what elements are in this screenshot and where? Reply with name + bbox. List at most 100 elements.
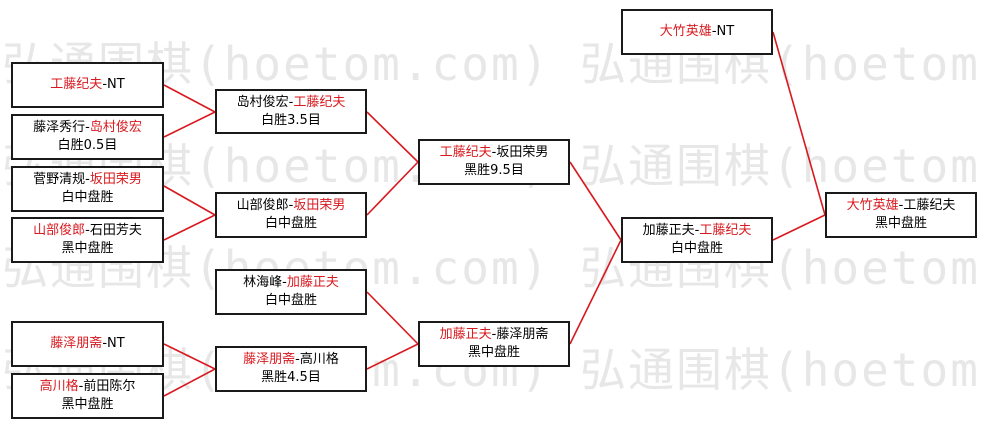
separator: - (491, 145, 497, 160)
match-players: 大竹英雄-工藤纪夫 (847, 197, 956, 215)
player-name: 工藤纪夫 (903, 198, 956, 213)
player-name: NT (716, 24, 735, 39)
match-players: 工藤纪夫-NT (50, 76, 124, 94)
separator: - (491, 327, 497, 342)
player-name: 加藤正夫 (642, 223, 695, 238)
player-name: 坂田荣男 (293, 198, 346, 213)
match-box: 藤泽朋斋-NT (11, 321, 164, 367)
player-name: 藤泽朋斋 (496, 327, 549, 342)
player-name: 藤泽朋斋 (243, 352, 296, 367)
match-box: 加藤正夫-工藤纪夫 白中盘胜 (621, 217, 773, 263)
separator: - (85, 120, 90, 135)
match-players: 大竹英雄-NT (660, 23, 734, 41)
connector-line (163, 185, 216, 216)
connector-line (569, 239, 622, 345)
separator: - (85, 172, 90, 187)
separator: - (288, 94, 294, 110)
connector-line (366, 343, 419, 370)
connector-line (366, 111, 419, 163)
match-box: 大竹英雄-NT (621, 9, 773, 55)
player-name: 工藤纪夫 (439, 145, 492, 160)
separator: - (711, 24, 717, 39)
connector-line (163, 214, 216, 241)
connector-line (569, 161, 622, 241)
separator: - (102, 336, 108, 351)
match-box: 岛村俊宏-工藤纪夫 白胜3.5目 (215, 89, 367, 134)
match-players: 藤泽朋斋-NT (50, 335, 124, 353)
match-result: 黑胜4.5目 (261, 370, 321, 385)
player-name: 大竹英雄 (846, 198, 899, 213)
player-name: 坂田荣男 (496, 145, 549, 160)
match-box: 藤泽朋斋-高川格 黑胜4.5目 (215, 346, 367, 392)
match-result: 白中盘胜 (264, 216, 317, 231)
player-name: 高川格 (39, 379, 79, 394)
connector-line (163, 343, 216, 370)
connector-line (772, 214, 826, 241)
match-result: 白中盘胜 (61, 190, 114, 205)
player-name: 岛村俊宏 (236, 94, 289, 110)
match-result: 白胜0.5目 (57, 138, 118, 153)
match-players: 工藤纪夫-坂田荣男 (440, 144, 549, 162)
match-players: 藤泽朋斋-高川格 (243, 351, 339, 369)
connector-line (163, 84, 216, 113)
player-name: 坂田荣男 (89, 172, 142, 187)
player-name: 林海峰 (243, 275, 283, 290)
connector-line (163, 368, 216, 397)
match-box: 高川格-前田陈尔 黑中盘胜 (11, 373, 164, 419)
player-name: 工藤纪夫 (50, 77, 103, 92)
player-name: 山部俊郎 (33, 223, 86, 238)
match-players: 加藤正夫-藤泽朋斋 (440, 326, 549, 344)
connector-line (772, 31, 826, 216)
separator: - (102, 77, 108, 92)
match-result: 白中盘胜 (264, 293, 317, 308)
match-players: 岛村俊宏-工藤纪夫 (237, 94, 346, 112)
match-players: 高川格-前田陈尔 (40, 378, 136, 396)
match-players: 林海峰-加藤正夫 (243, 274, 339, 292)
connector-line (366, 161, 419, 216)
match-result: 白中盘胜 (670, 241, 723, 256)
player-name: NT (107, 77, 125, 92)
match-box: 工藤纪夫-坂田荣男 黑胜9.5目 (418, 139, 570, 185)
separator: - (295, 352, 300, 367)
separator: - (85, 223, 90, 238)
player-name: 工藤纪夫 (699, 223, 752, 238)
player-name: 岛村俊宏 (89, 120, 142, 135)
player-name: 加藤正夫 (286, 275, 339, 290)
match-result: 黑中盘胜 (874, 216, 927, 231)
match-players: 菅野清规-坂田荣男 (33, 171, 142, 189)
separator: - (78, 379, 84, 394)
match-box: 菅野清规-坂田荣男 白中盘胜 (11, 166, 164, 212)
match-box: 山部俊郎-石田芳夫 黑中盘胜 (11, 217, 164, 263)
player-name: 藤泽秀行 (33, 120, 86, 135)
match-result: 黑胜9.5目 (464, 163, 524, 178)
player-name: 工藤纪夫 (293, 94, 346, 110)
player-name: 前田陈尔 (83, 379, 136, 394)
player-name: 石田芳夫 (89, 223, 142, 238)
match-players: 加藤正夫-工藤纪夫 (643, 222, 752, 240)
player-name: 菅野清规 (33, 172, 86, 187)
player-name: 大竹英雄 (659, 24, 712, 39)
separator: - (288, 198, 294, 213)
final-match-box: 大竹英雄-工藤纪夫 黑中盘胜 (825, 192, 977, 238)
match-result: 黑中盘胜 (61, 397, 114, 412)
match-box: 林海峰-加藤正夫 白中盘胜 (215, 269, 367, 315)
match-result: 黑中盘胜 (467, 345, 520, 360)
match-result: 白胜3.5目 (261, 112, 321, 128)
match-players: 山部俊郎-石田芳夫 (33, 222, 142, 240)
player-name: 加藤正夫 (439, 327, 492, 342)
match-box: 工藤纪夫-NT (11, 62, 164, 108)
player-name: 藤泽朋斋 (50, 336, 103, 351)
match-players: 藤泽秀行-岛村俊宏 (33, 119, 142, 137)
separator: - (282, 275, 287, 290)
match-result: 黑中盘胜 (61, 241, 114, 256)
player-name: 高川格 (299, 352, 339, 367)
match-box: 山部俊郎-坂田荣男 白中盘胜 (215, 192, 367, 238)
match-box: 加藤正夫-藤泽朋斋 黑中盘胜 (418, 321, 570, 367)
connector-line (163, 111, 216, 138)
match-players: 山部俊郎-坂田荣男 (237, 197, 346, 215)
connector-line (366, 291, 419, 345)
separator: - (694, 223, 700, 238)
match-box: 藤泽秀行-岛村俊宏 白胜0.5目 (11, 114, 164, 160)
separator: - (898, 198, 904, 213)
